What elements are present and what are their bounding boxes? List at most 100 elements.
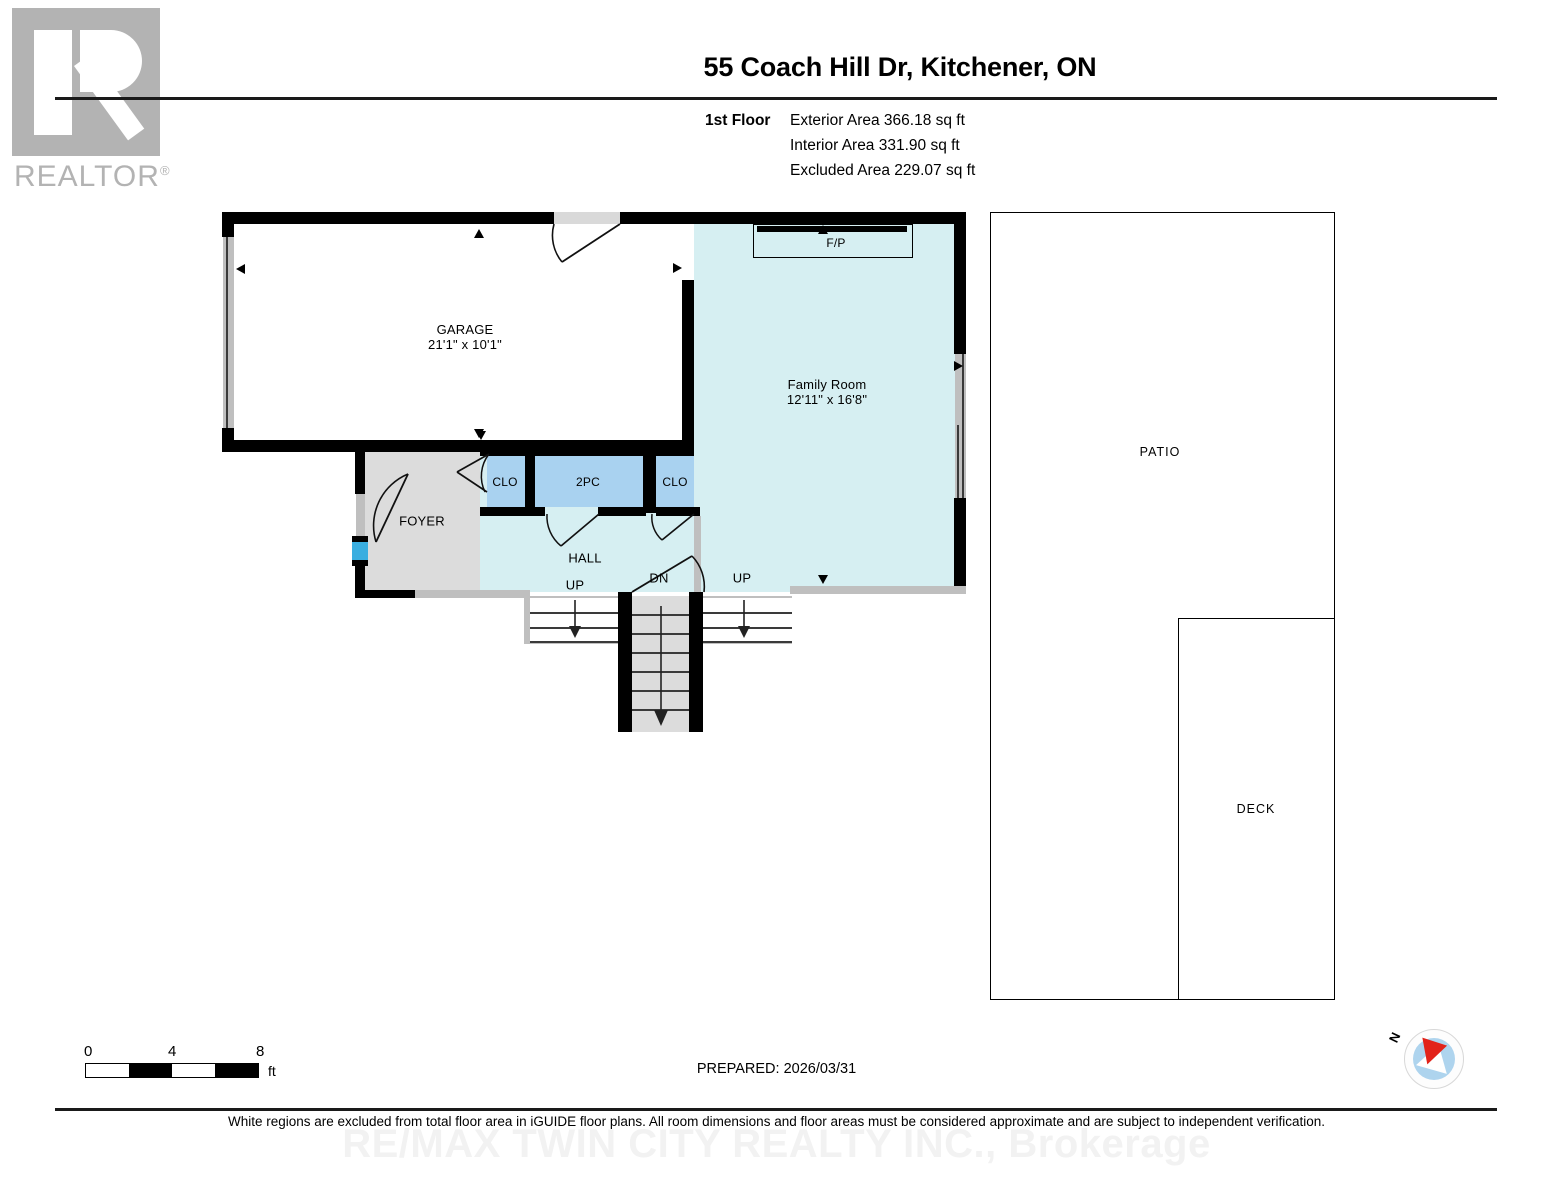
wall-garage-right-upper [682, 212, 694, 224]
wall-family-bottom [790, 586, 966, 594]
realtor-wordmark-text: REALTOR [14, 160, 160, 193]
compass-north-label: N [1385, 1030, 1404, 1045]
excluded-area: Excluded Area 229.07 sq ft [790, 162, 976, 179]
fireplace-label: F/P [826, 236, 846, 250]
closet-right [656, 455, 694, 507]
stair-left-tread-1 [530, 612, 622, 614]
title-divider [55, 97, 1497, 100]
stair-right-tread-3 [700, 641, 792, 643]
room-label-clo-right: CLO [662, 475, 688, 489]
dim-tick-garage-right [673, 263, 682, 273]
wall-bath-top [480, 447, 694, 456]
compass-disc [1413, 1038, 1455, 1080]
wall-clo-right-partition [643, 447, 656, 513]
wall-clo-left-partition [525, 447, 535, 513]
dim-tick-family-top [818, 225, 828, 234]
wall-clo-left-bottom [480, 507, 535, 516]
wall-garage-top-2 [620, 212, 695, 224]
garage-door-panel [223, 237, 234, 428]
room-label-foyer: FOYER [399, 513, 445, 529]
stair-center-wall-left [618, 592, 632, 732]
room-label-clo-left: CLO [492, 475, 518, 489]
room-label-garage: GARAGE 21'1" x 10'1" [428, 322, 502, 352]
stair-label-up-right: UP [732, 570, 752, 586]
room-label-2pc: 2PC [576, 475, 600, 489]
room-label-deck: DECK [1236, 802, 1276, 816]
stair-right-run [700, 598, 792, 642]
family-dims: 12'11" x 16'8" [786, 392, 868, 407]
disclaimer-text: White regions are excluded from total fl… [227, 1114, 1326, 1129]
stair-label-dn: DN [649, 570, 669, 586]
garage-service-door-swing [551, 223, 621, 263]
wall-hall-right [694, 516, 701, 592]
garage-dims: 21'1" x 10'1" [428, 337, 502, 352]
realtor-logo-mark [12, 8, 160, 156]
dim-tick-garage-left [236, 264, 245, 274]
wall-foyer-left-top [355, 452, 365, 494]
floor-plan: F/P [222, 212, 1335, 1000]
stair-center-wall-right [689, 592, 703, 732]
exterior-area: Exterior Area 366.18 sq ft [790, 112, 965, 129]
footer-divider [55, 1108, 1497, 1111]
stair-right-tread-1 [700, 612, 792, 614]
realtor-logo-stem [34, 30, 72, 135]
stair-right-direction-arrow [738, 600, 750, 638]
fireplace [753, 224, 913, 258]
scale-seg-2 [129, 1064, 172, 1077]
wall-foyer-bottom [355, 590, 415, 598]
room-label-patio: PATIO [1139, 445, 1181, 459]
family-slider-panel [955, 354, 966, 498]
garage-name: GARAGE [436, 322, 494, 337]
dim-tick-garage-top [474, 229, 484, 238]
closet-left [487, 455, 525, 507]
garage-right-gap [682, 224, 694, 280]
powder-room [535, 455, 643, 507]
garage-service-door-opening [554, 212, 620, 224]
wall-garage-top [222, 212, 554, 224]
foyer-entry-glass [352, 542, 368, 560]
garage-door-line [226, 237, 228, 428]
stair-label-up-left: UP [565, 577, 585, 593]
prepared-date: PREPARED: 2026/03/31 [696, 1061, 857, 1077]
dim-tick-hall-top [476, 431, 486, 440]
page-title: 55 Coach Hill Dr, Kitchener, ON [703, 52, 1097, 82]
scale-seg-4 [215, 1064, 258, 1077]
dim-tick-family-right [954, 361, 963, 371]
room-label-hall: HALL [568, 550, 602, 566]
family-slider-line-2 [957, 425, 959, 498]
realtor-logo: REALTOR® [12, 8, 182, 208]
wall-bath-bottom-left [535, 507, 545, 516]
fireplace-firebox [757, 226, 907, 232]
dim-tick-family-left [684, 361, 693, 371]
garage-floor [222, 212, 694, 452]
wall-bath-bottom-right [598, 507, 646, 516]
stair-center-door-swing [631, 555, 706, 593]
scale-seg-1 [86, 1064, 129, 1077]
family-name: Family Room [787, 377, 867, 392]
wall-foyer-left-stub [352, 536, 368, 542]
scale-bar [85, 1063, 259, 1078]
closet-right-door-swing [651, 513, 695, 541]
stair-left-tread-3 [530, 641, 622, 643]
area-summary: 1st Floor Exterior Area 366.18 sq ft Int… [705, 108, 975, 183]
wall-garage-left-top [222, 212, 234, 237]
registered-mark: ® [159, 163, 171, 178]
realtor-wordmark: REALTOR® [14, 160, 171, 194]
powder-room-door-swing [546, 513, 600, 547]
scale-tick-4: 4 [168, 1043, 177, 1060]
scale-seg-3 [172, 1064, 215, 1077]
interior-area: Interior Area 331.90 sq ft [790, 137, 960, 154]
wall-hall-bottom-left [415, 590, 530, 598]
foyer-entry-opening [356, 494, 365, 542]
scale-tick-0: 0 [84, 1043, 93, 1060]
foyer-entry-door-swing [372, 473, 409, 543]
wall-family-right-upper [954, 224, 966, 354]
wall-clo-right-bottom [656, 507, 700, 516]
compass-rose [1404, 1029, 1464, 1089]
scale-unit-label: ft [268, 1063, 276, 1079]
stair-left-direction-arrow [569, 600, 581, 638]
wall-family-right-lower [954, 498, 966, 592]
room-label-family: Family Room 12'11" x 16'8" [787, 377, 867, 407]
brokerage-watermark: RE/MAX TWIN CITY REALTY INC., Brokerage [342, 1122, 1211, 1166]
family-slider-line [962, 354, 964, 498]
